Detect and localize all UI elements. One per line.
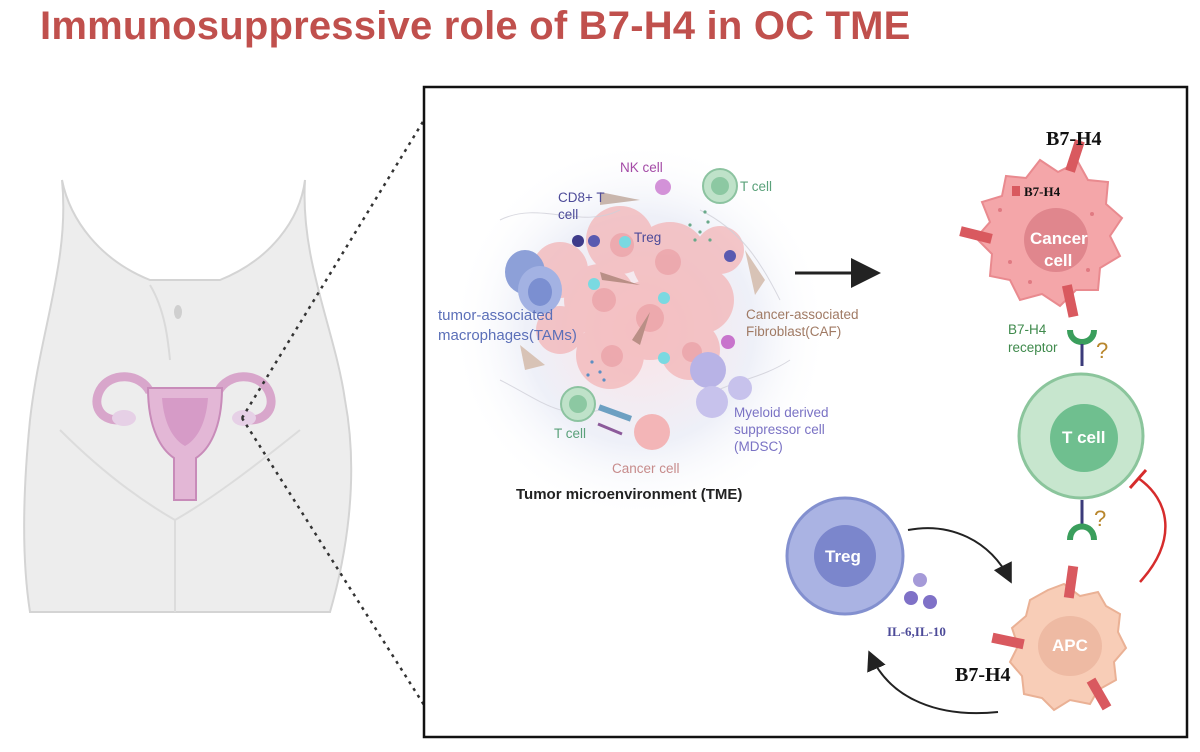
cytokine-label: IL-6,IL-10 xyxy=(887,624,946,639)
caf-label-line2: Fibroblast(CAF) xyxy=(746,324,841,339)
figure-title: Immunosuppressive role of B7-H4 in OC TM… xyxy=(40,4,911,48)
b7h4-top-label: B7-H4 xyxy=(1046,128,1102,150)
question-mark-1: ? xyxy=(1096,338,1108,363)
b7h4-inner-label: B7-H4 xyxy=(1024,184,1061,199)
cd8-label-line1: CD8+ T xyxy=(558,190,605,205)
b7h4-receptor xyxy=(1067,329,1097,366)
question-mark-2: ? xyxy=(1094,506,1106,531)
cytokine-dots xyxy=(904,573,937,609)
uterus-illustration xyxy=(92,372,276,501)
mdsc-label-line3: (MDSC) xyxy=(734,439,783,454)
tam-label-line1: tumor-associated xyxy=(438,307,553,324)
cancer-cell-line2: cell xyxy=(1044,251,1072,270)
nk-cell-label: NK cell xyxy=(620,160,663,175)
treg-label: Treg xyxy=(825,547,861,566)
apc-label: APC xyxy=(1052,636,1088,655)
tam-label-line2: macrophages(TAMs) xyxy=(438,327,577,344)
inhibition-arrow xyxy=(1128,469,1167,583)
b7h4-apc-label: B7-H4 xyxy=(955,664,1011,686)
cancer-cell-line1: Cancer xyxy=(1030,229,1088,248)
tme-cluster xyxy=(450,140,830,520)
tme-caption: Tumor microenvironment (TME) xyxy=(516,486,742,503)
apc-to-treg-arrow xyxy=(867,650,999,715)
mdsc-label-line2: suppressor cell xyxy=(734,422,825,437)
cd8-label-line2: cell xyxy=(558,207,578,222)
receptor-label-line1: B7-H4 xyxy=(1008,322,1047,337)
treg-cell xyxy=(785,496,905,616)
cancer-cell xyxy=(959,139,1124,318)
caf-label-line1: Cancer-associated xyxy=(746,307,859,322)
treg-to-apc-arrow xyxy=(907,527,1012,584)
cancer-cell-tme-label: Cancer cell xyxy=(612,461,680,476)
t-cell-top-label: T cell xyxy=(740,179,772,194)
apc-cell xyxy=(991,565,1128,712)
t-cell xyxy=(1017,372,1145,500)
t-cell-label: T cell xyxy=(1062,428,1105,447)
zoom-lines xyxy=(240,119,426,706)
tme-frame xyxy=(422,85,1189,739)
mdsc-label-line1: Myeloid derived xyxy=(734,405,829,420)
t-cell-bottom-label: T cell xyxy=(554,426,586,441)
treg-tme-label: Treg xyxy=(634,230,661,245)
receptor-label-line2: receptor xyxy=(1008,340,1058,355)
apc-t-receptor xyxy=(1067,500,1097,541)
